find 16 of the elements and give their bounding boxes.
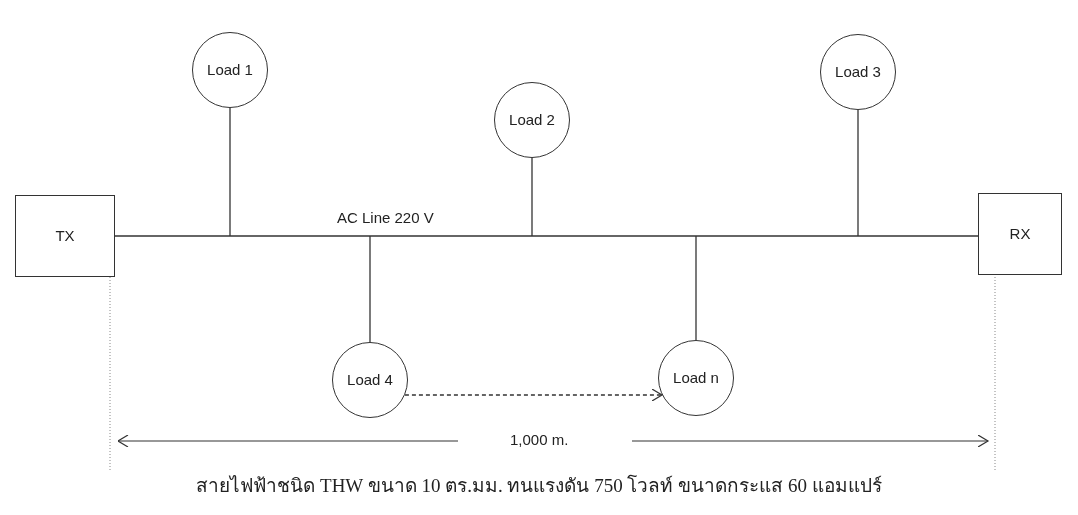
load-circle: Load 2	[494, 82, 570, 158]
device-box: RX	[978, 193, 1062, 275]
branch-line	[531, 157, 533, 237]
load-circle: Load n	[658, 340, 734, 416]
branch-line	[229, 107, 231, 237]
load-circle: Load 1	[192, 32, 268, 108]
arrow	[404, 388, 663, 402]
branch-line	[857, 109, 859, 237]
device-box: TX	[15, 195, 115, 277]
branch-line	[369, 235, 371, 343]
edge-label: AC Line 220 V	[336, 209, 435, 226]
branch-line	[695, 235, 697, 341]
load-circle: Load 4	[332, 342, 408, 418]
power-line	[114, 235, 979, 237]
caption: สายไฟฟ้าชนิด THW ขนาด 10 ตร.มม. ทนแรงดัน 750 โวลท์ ขนาดกระแส 60 แอมแปร์	[195, 473, 883, 498]
load-circle: Load 3	[820, 34, 896, 110]
